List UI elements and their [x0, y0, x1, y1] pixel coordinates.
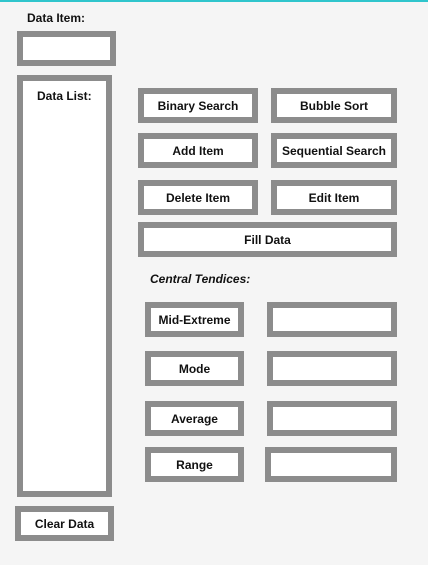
- data-item-label: Data Item:: [27, 11, 86, 25]
- delete-item-button[interactable]: Delete Item: [138, 180, 258, 215]
- average-button[interactable]: Average: [145, 401, 244, 436]
- fill-data-button[interactable]: Fill Data: [138, 222, 397, 257]
- mid-extreme-button[interactable]: Mid-Extreme: [145, 302, 244, 337]
- data-item-input[interactable]: [17, 31, 116, 66]
- central-tendencies-label: Central Tendices:: [150, 272, 251, 286]
- clear-data-button[interactable]: Clear Data: [15, 506, 114, 541]
- mode-output[interactable]: [267, 351, 397, 386]
- data-list-label: Data List:: [37, 89, 92, 103]
- range-output[interactable]: [265, 447, 397, 482]
- range-button[interactable]: Range: [145, 447, 244, 482]
- sequential-search-button[interactable]: Sequential Search: [271, 133, 397, 168]
- mode-button[interactable]: Mode: [145, 351, 244, 386]
- add-item-button[interactable]: Add Item: [138, 133, 258, 168]
- data-list-box[interactable]: [17, 75, 112, 497]
- mid-extreme-output[interactable]: [267, 302, 397, 337]
- edit-item-button[interactable]: Edit Item: [271, 180, 397, 215]
- binary-search-button[interactable]: Binary Search: [138, 88, 258, 123]
- bubble-sort-button[interactable]: Bubble Sort: [271, 88, 397, 123]
- average-output[interactable]: [267, 401, 397, 436]
- window-top-accent: [0, 0, 428, 2]
